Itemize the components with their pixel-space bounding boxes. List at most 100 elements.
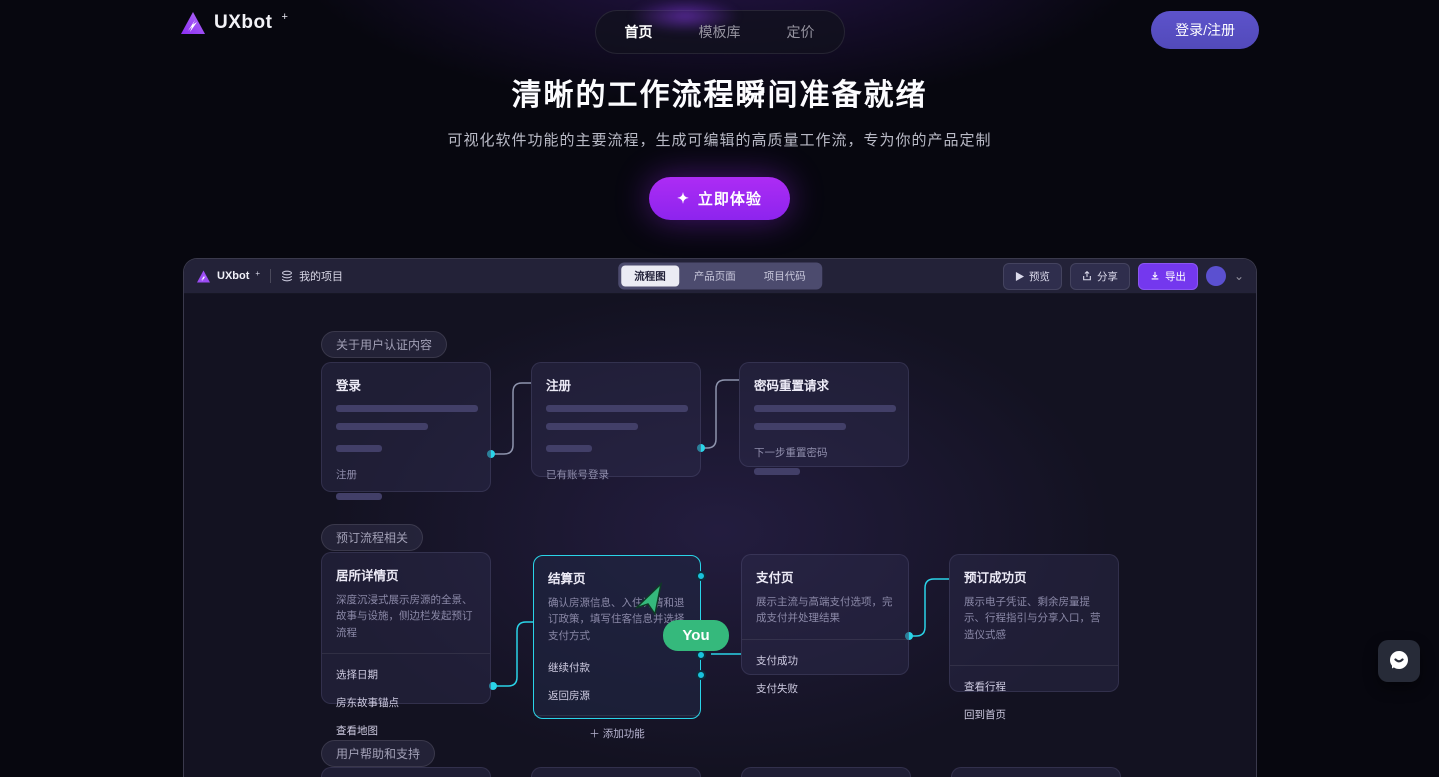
tab-project-code[interactable]: 项目代码 — [763, 270, 806, 283]
nav-item-home[interactable]: 首页 — [624, 24, 653, 40]
node-booking-success[interactable]: 预订成功页 展示电子凭证、剩余房量提示、行程指引与分享入口，营造仪式感 查看行程… — [949, 554, 1119, 721]
section-pill-auth[interactable]: 关于用户认证内容 — [321, 331, 448, 358]
tab-product-pages[interactable]: 产品页面 — [693, 270, 736, 283]
export-button[interactable]: 导出 — [1137, 262, 1198, 290]
section-pill-booking[interactable]: 预订流程相关 — [321, 524, 424, 551]
node-item[interactable]: 回到首页 — [964, 708, 1006, 721]
node-login[interactable]: 登录 注册 — [321, 362, 491, 500]
node-card-partial[interactable] — [951, 767, 1121, 777]
section-pill-help[interactable]: 用户帮助和支持 — [321, 740, 436, 767]
share-label: 分享 — [1096, 270, 1118, 283]
editor-header-actions: 预览 分享 导出 ⌄ — [1002, 262, 1244, 290]
my-project-label: 我的项目 — [299, 271, 344, 283]
play-icon — [1015, 271, 1024, 281]
my-project-menu[interactable]: 我的项目 — [281, 268, 343, 284]
chevron-down-icon[interactable]: ⌄ — [1233, 269, 1244, 283]
node-item[interactable]: 继续付款 — [548, 661, 590, 674]
flowchart-canvas[interactable]: 关于用户认证内容 登录 注册 注册 已有账号登录 密码重置请求 下一步重置密码 … — [184, 294, 1256, 777]
user-avatar[interactable] — [1205, 266, 1226, 286]
node-divider — [950, 664, 1118, 666]
node-register[interactable]: 注册 已有账号登录 — [531, 362, 701, 481]
main-nav: 首页 模板库 定价 — [594, 10, 845, 54]
node-item[interactable]: 查看地图 — [336, 724, 378, 737]
hero-section: 清晰的工作流程瞬间准备就绪 可视化软件功能的主要流程，生成可编辑的高质量工作流，… — [0, 70, 1439, 220]
preview-button[interactable]: 预览 — [1002, 262, 1062, 290]
add-feature-label: 添加功能 — [602, 727, 645, 740]
connection-handle[interactable] — [696, 650, 706, 660]
nav-item-pricing[interactable]: 定价 — [786, 24, 815, 40]
uxbot-logo-icon-small — [197, 270, 210, 282]
login-register-button[interactable]: 登录/注册 — [1151, 11, 1259, 49]
skeleton-bar — [336, 445, 382, 452]
skeleton-bar — [754, 423, 846, 430]
hero-subtitle: 可视化软件功能的主要流程，生成可编辑的高质量工作流，专为你的产品定制 — [447, 132, 992, 149]
node-title: 结算页 — [548, 572, 586, 586]
node-description: 展示电子凭证、剩余房量提示、行程指引与分享入口，营造仪式感 — [964, 596, 1101, 641]
editor-header: UXbot + 我的项目 流程图 产品页面 项目代码 预览 — [184, 259, 1256, 294]
node-listing-detail[interactable]: 居所详情页 深度沉浸式展示房源的全景、故事与设施，侧边栏发起预订流程 选择日期 … — [321, 552, 491, 737]
brand-logo[interactable]: UXbot + — [180, 11, 288, 35]
brand-name: UXbot — [214, 12, 273, 33]
skeleton-bar — [546, 445, 592, 452]
layers-icon — [282, 270, 293, 282]
editor-preview-window: UXbot + 我的项目 流程图 产品页面 项目代码 预览 — [183, 258, 1257, 777]
skeleton-bar — [754, 405, 896, 412]
editor-brand-name: UXbot — [217, 270, 250, 282]
node-card-partial[interactable] — [321, 767, 491, 777]
node-title: 登录 — [336, 379, 362, 393]
connection-handle[interactable] — [696, 571, 706, 581]
node-card-partial[interactable] — [741, 767, 911, 777]
top-navigation: UXbot + 首页 模板库 定价 登录/注册 — [0, 0, 1439, 58]
node-link[interactable]: 注册 — [336, 469, 357, 481]
node-description: 深度沉浸式展示房源的全景、故事与设施，侧边栏发起预订流程 — [336, 594, 473, 639]
share-icon — [1083, 271, 1091, 281]
collaborator-cursor-label: You — [663, 620, 729, 651]
chat-bubble-icon — [1390, 651, 1408, 669]
try-now-button[interactable]: ✦ 立即体验 — [649, 177, 790, 220]
connection-handle[interactable] — [696, 670, 706, 680]
node-divider — [742, 638, 908, 640]
brand-plus-icon: + — [281, 11, 288, 23]
node-description: 确认房源信息、入住详情和退订政策，填写住客信息并选择支付方式 — [548, 597, 685, 642]
add-feature-button[interactable]: ＋ 添加功能 — [548, 716, 686, 741]
node-password-reset[interactable]: 密码重置请求 下一步重置密码 — [739, 362, 909, 475]
node-item[interactable]: 返回房源 — [548, 689, 590, 702]
node-item[interactable]: 支付成功 — [756, 654, 798, 667]
skeleton-bar — [336, 493, 382, 500]
node-card-partial[interactable] — [531, 767, 701, 777]
plus-icon: ＋ — [589, 727, 600, 740]
node-payment[interactable]: 支付页 展示主流与高端支付选项，完成支付并处理结果 支付成功 支付失败 — [741, 554, 909, 695]
chat-launcher-button[interactable] — [1378, 640, 1420, 682]
export-label: 导出 — [1164, 270, 1186, 283]
node-checkout-selected[interactable]: 结算页 确认房源信息、入住详情和退订政策，填写住客信息并选择支付方式 继续付款 … — [533, 555, 706, 740]
node-item[interactable]: 支付失败 — [756, 682, 798, 695]
node-title: 居所详情页 — [336, 569, 399, 583]
node-title: 密码重置请求 — [754, 379, 830, 393]
tab-flowchart[interactable]: 流程图 — [621, 265, 679, 287]
node-title: 预订成功页 — [964, 571, 1027, 585]
hero-title: 清晰的工作流程瞬间准备就绪 — [511, 79, 928, 112]
sparkle-icon: ✦ — [677, 190, 690, 206]
nav-item-templates[interactable]: 模板库 — [698, 24, 741, 40]
try-now-label: 立即体验 — [697, 191, 762, 208]
skeleton-bar — [546, 423, 638, 430]
node-item[interactable]: 查看行程 — [964, 680, 1006, 693]
header-divider — [270, 269, 272, 283]
download-icon — [1151, 271, 1159, 280]
skeleton-bar — [546, 405, 688, 412]
skeleton-bar — [754, 468, 800, 475]
node-item[interactable]: 房东故事锚点 — [336, 696, 399, 709]
preview-label: 预览 — [1028, 270, 1050, 283]
uxbot-logo-icon — [181, 12, 205, 34]
skeleton-bar — [336, 405, 478, 412]
node-description: 展示主流与高端支付选项，完成支付并处理结果 — [756, 596, 893, 625]
node-title: 注册 — [546, 379, 572, 393]
node-link[interactable]: 已有账号登录 — [546, 469, 609, 481]
skeleton-bar — [336, 423, 428, 430]
node-link[interactable]: 下一步重置密码 — [754, 447, 828, 459]
editor-brand: UXbot + — [196, 269, 260, 283]
node-divider — [322, 652, 490, 654]
share-button[interactable]: 分享 — [1069, 262, 1130, 290]
node-item[interactable]: 选择日期 — [336, 668, 378, 681]
node-divider — [534, 714, 700, 716]
